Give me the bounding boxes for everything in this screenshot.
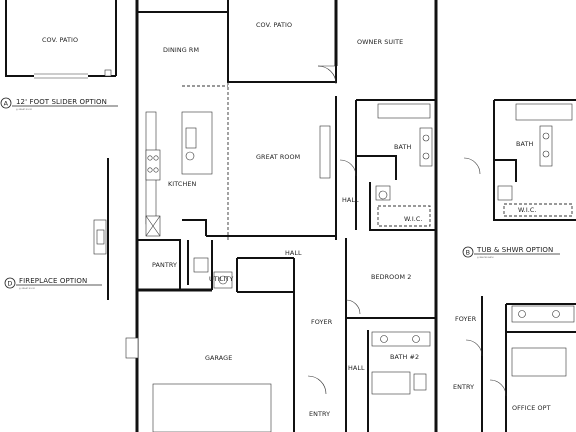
great-room-label: GREAT ROOM — [256, 153, 300, 161]
cov-patio-main-label: COV. PATIO — [256, 21, 292, 29]
owner-suite-label: OWNER SUITE — [357, 38, 403, 46]
bedroom-2-label: BEDROOM 2 — [371, 273, 411, 281]
center-hall-label: HALL — [285, 249, 302, 257]
bedroom-two-walls — [307, 240, 438, 432]
dining-room-label: DINING RM — [163, 46, 199, 54]
option-a-letter: A — [4, 100, 9, 108]
option-a-marker: A 12' FOOT SLIDER OPTION @ GREAT ROOM — [0, 97, 118, 111]
option-d-marker: D FIREPLACE OPTION @ GREAT ROOM — [4, 277, 102, 290]
main-plan-walls — [125, 0, 438, 432]
owner-wic-label: W.I.C. — [404, 215, 423, 223]
option-d-title: FIREPLACE OPTION — [19, 277, 87, 285]
option-b-circle — [462, 246, 474, 258]
pantry-label: PANTRY — [152, 261, 177, 269]
option-a-circle — [0, 97, 12, 109]
fireplace-option-drawing — [93, 158, 109, 300]
kitchen-label: KITCHEN — [168, 180, 197, 188]
cov-patio-left-label: COV. PATIO — [42, 36, 78, 44]
option-d-letter: D — [7, 280, 12, 288]
owner-bath-label: BATH — [394, 143, 411, 151]
option-a-title: 12' FOOT SLIDER OPTION — [16, 98, 107, 106]
garage-label: GARAGE — [205, 354, 232, 362]
option-a-note: @ GREAT ROOM — [16, 108, 32, 111]
slider-option-drawing — [5, 0, 117, 79]
entry-label: ENTRY — [309, 410, 330, 418]
option-d-note: @ GREAT ROOM — [19, 287, 35, 290]
option-bath-label: BATH — [516, 140, 533, 148]
option-b-title: TUB & SHWR OPTION — [476, 246, 553, 254]
option-b-note: @ MASTER BATH — [477, 256, 494, 259]
office-opt-label: OFFICE OPT — [512, 404, 551, 412]
owner-hall-label: HALL — [342, 196, 359, 204]
option-wic-label: W.I.C. — [518, 206, 537, 214]
utility-label: UTILITY — [209, 275, 233, 283]
option-b-marker: B TUB & SHWR OPTION @ MASTER BATH — [462, 246, 560, 259]
office-entry-label: ENTRY — [453, 383, 474, 391]
foyer-label: FOYER — [311, 318, 333, 326]
lower-hall-label: HALL — [348, 364, 365, 372]
owner-bath-walls — [339, 99, 436, 231]
tub-shower-option-drawing — [463, 99, 576, 221]
office-foyer-label: FOYER — [455, 315, 477, 323]
office-option-drawing — [465, 296, 576, 432]
bath-2-label: BATH #2 — [390, 353, 419, 361]
option-b-letter: B — [466, 249, 470, 257]
option-d-circle — [4, 277, 16, 289]
